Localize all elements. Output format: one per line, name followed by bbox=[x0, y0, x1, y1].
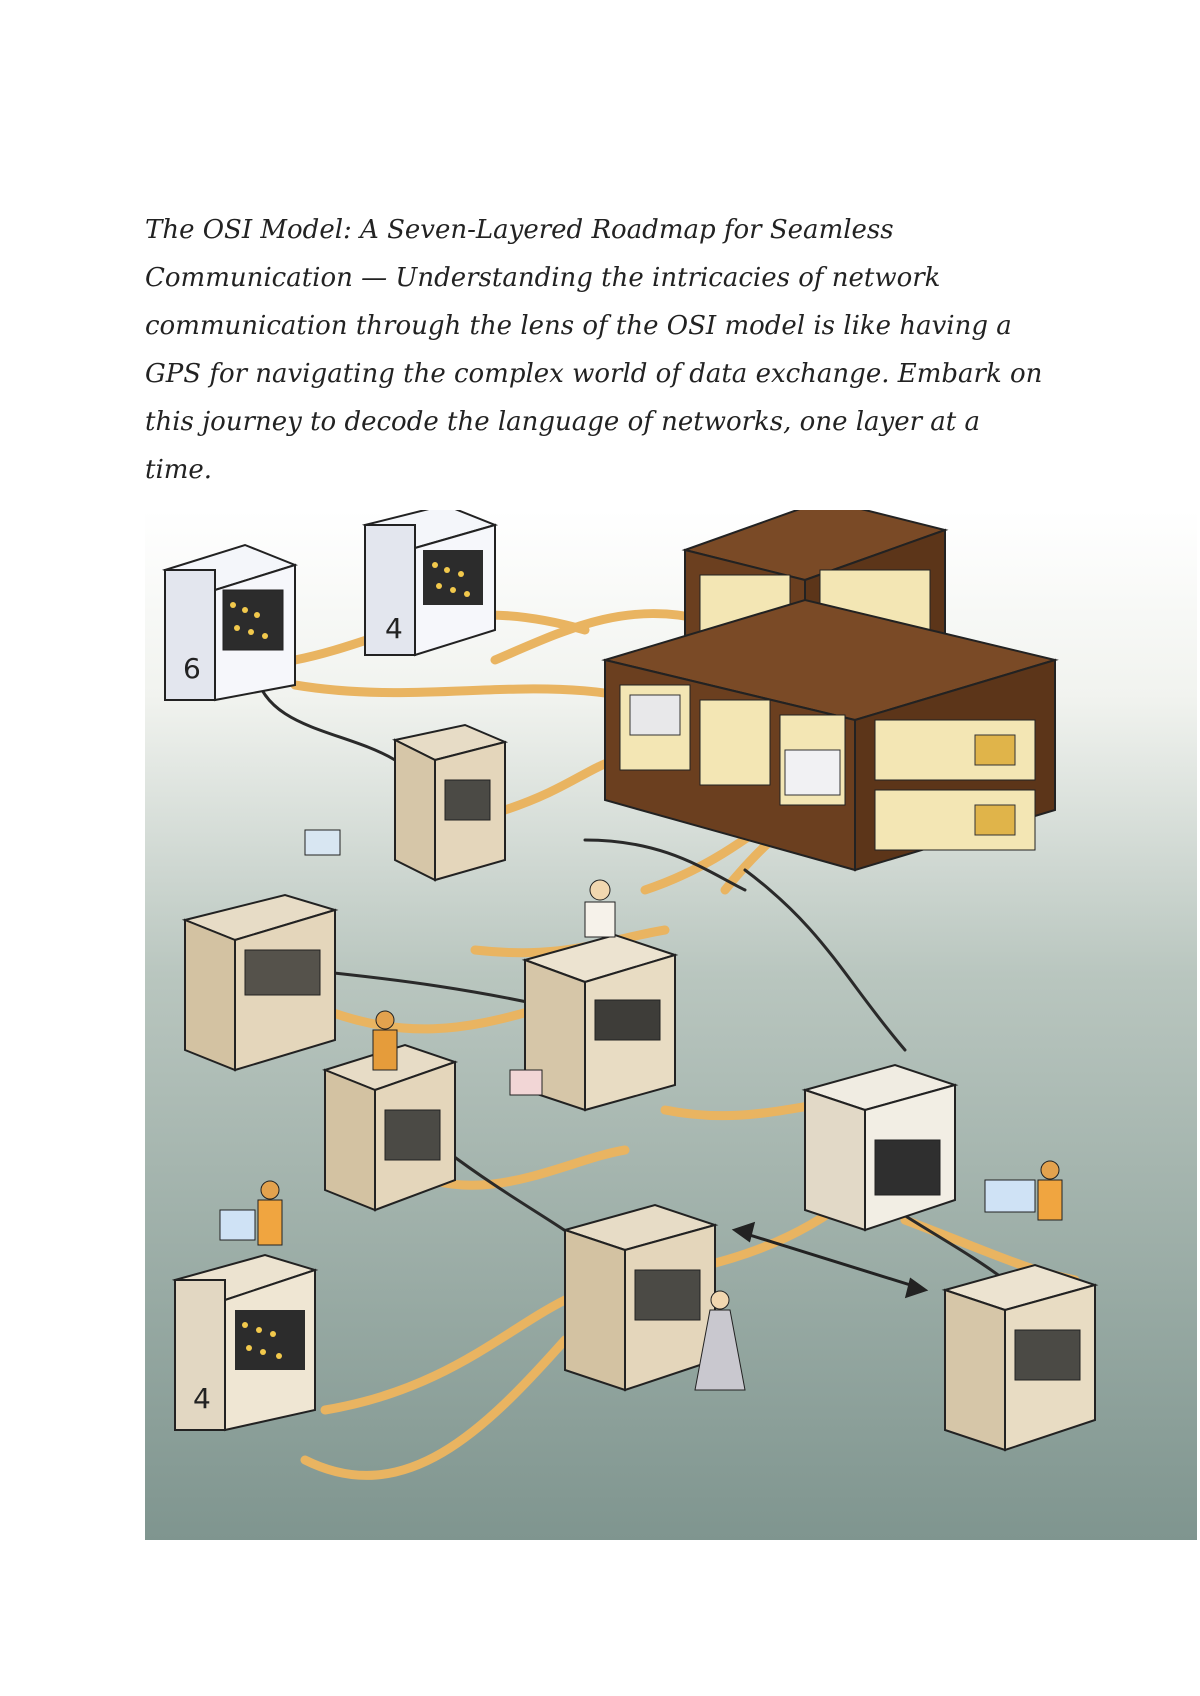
cable bbox=[490, 609, 710, 665]
server-bottom-left: 4 bbox=[171, 1253, 319, 1432]
server-top-left: 6 bbox=[162, 543, 298, 702]
person-icon bbox=[584, 879, 616, 938]
cable bbox=[300, 1335, 570, 1480]
server-leds bbox=[242, 1322, 282, 1359]
layered-shelf-building bbox=[601, 510, 1059, 872]
monitor-icon bbox=[219, 1209, 256, 1241]
cable bbox=[320, 1005, 540, 1034]
server-number-label: 6 bbox=[183, 652, 201, 685]
machine-bottom-center bbox=[561, 1203, 719, 1392]
wire bbox=[743, 868, 907, 1052]
server-leds bbox=[230, 602, 268, 639]
wire bbox=[583, 838, 747, 892]
person-figures bbox=[257, 879, 1063, 1391]
person-icon bbox=[694, 1290, 746, 1391]
monitor-icons bbox=[219, 829, 1036, 1241]
machine-right bbox=[801, 1063, 959, 1232]
monitor-icon bbox=[304, 829, 341, 856]
monitor-icon bbox=[509, 1069, 543, 1096]
machine-center bbox=[521, 933, 679, 1112]
page-caption: The OSI Model: A Seven-Layered Roadmap f… bbox=[145, 215, 1043, 485]
machine-upper-center bbox=[392, 723, 509, 882]
person-icon bbox=[372, 1010, 398, 1071]
server-number-label: 4 bbox=[193, 1382, 211, 1415]
double-arrow-icon bbox=[731, 1221, 929, 1299]
network-illustration-svg: 6 4 bbox=[145, 510, 1197, 1540]
server-top-middle: 4 bbox=[361, 510, 499, 657]
cable bbox=[320, 1295, 570, 1415]
person-icon bbox=[257, 1180, 283, 1246]
machine-bottom-right bbox=[941, 1263, 1099, 1452]
server-leds bbox=[432, 562, 470, 597]
monitor-icon bbox=[984, 1179, 1036, 1213]
person-icon bbox=[1037, 1160, 1063, 1221]
server-number-label: 4 bbox=[385, 612, 403, 645]
network-illustration: 6 4 bbox=[145, 510, 1197, 1540]
machine-left bbox=[181, 893, 339, 1072]
